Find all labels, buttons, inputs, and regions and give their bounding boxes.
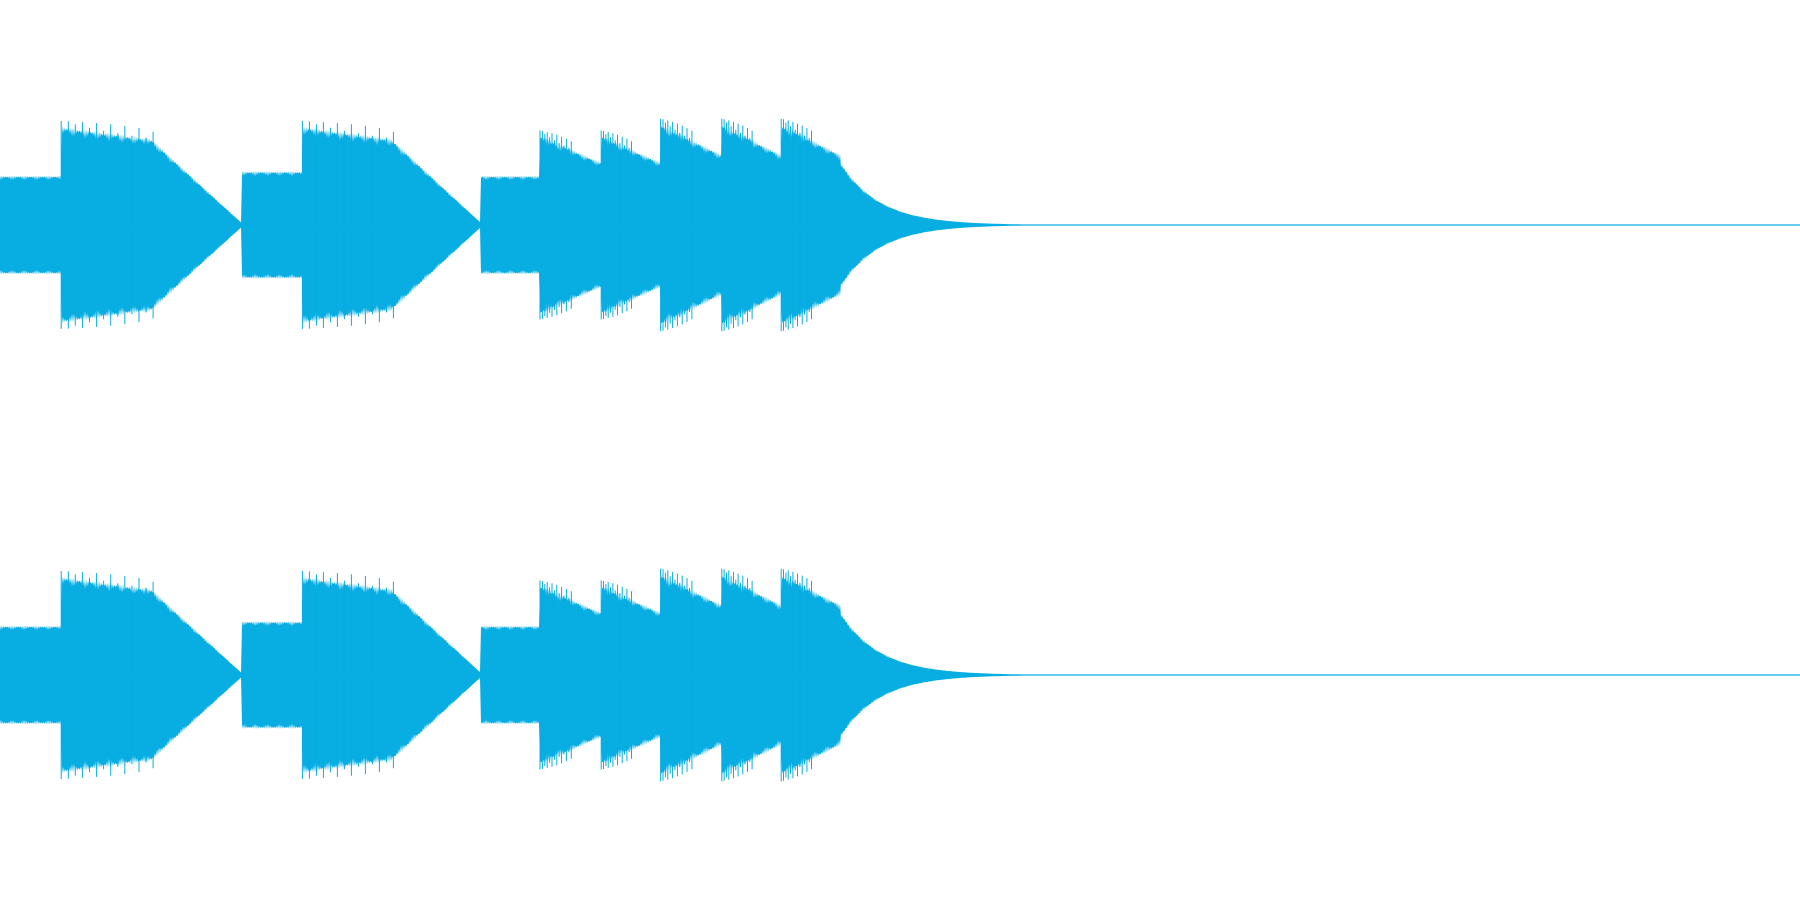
left-channel-waveform	[0, 118, 1800, 332]
right-channel-waveform	[0, 568, 1800, 782]
